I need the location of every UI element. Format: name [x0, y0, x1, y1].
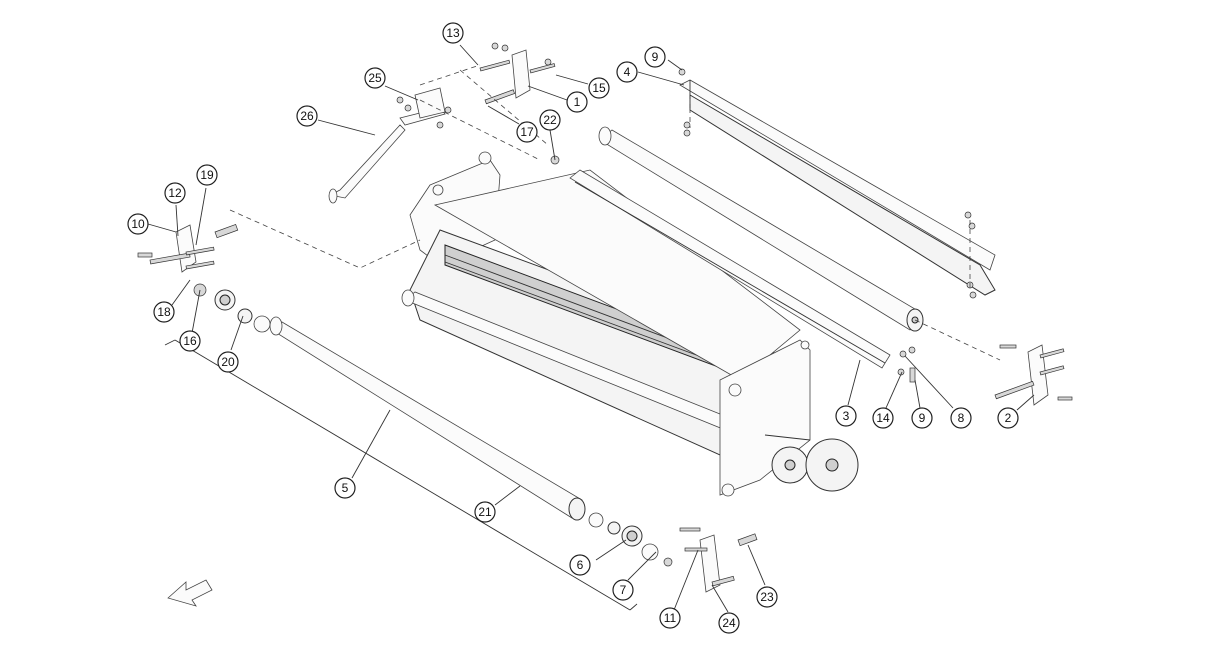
callout-19: 19 [196, 164, 218, 186]
top-bracket-assembly [479, 42, 556, 105]
callout-16: 16 [179, 330, 201, 352]
roller-front [164, 316, 638, 611]
callout-14: 14 [872, 407, 894, 429]
callout-label: 2 [1005, 411, 1012, 425]
callout-label: 6 [577, 558, 584, 572]
callout-label: 15 [592, 81, 606, 95]
callout-label: 23 [760, 590, 774, 604]
callout-label: 9 [652, 50, 659, 64]
callout-label: 17 [520, 125, 534, 139]
left-bracket-assembly [137, 224, 271, 333]
callout-label: 13 [446, 26, 460, 40]
callout-7: 7 [612, 579, 634, 601]
callout-25: 25 [364, 67, 386, 89]
callout-4: 4 [616, 61, 638, 83]
callout-label: 4 [624, 65, 631, 79]
callout-label: 5 [342, 481, 349, 495]
callout-18: 18 [153, 301, 175, 323]
callout-label: 20 [221, 355, 235, 369]
callout-9-right: 9 [911, 407, 933, 429]
callout-1: 1 [566, 91, 588, 113]
right-bracket-assembly [994, 344, 1073, 406]
callout-label: 18 [157, 305, 171, 319]
callout-label: 8 [958, 411, 965, 425]
roller-rear [598, 126, 924, 332]
angle-bar [679, 79, 996, 296]
callout-22: 22 [539, 109, 561, 131]
callout-10: 10 [127, 213, 149, 235]
callout-24: 24 [718, 612, 740, 634]
callout-label: 16 [183, 334, 197, 348]
callout-label: 1 [574, 95, 581, 109]
callout-label: 21 [478, 505, 492, 519]
callout-12: 12 [164, 182, 186, 204]
callout-label: 10 [131, 217, 145, 231]
hardware-misc [678, 68, 977, 383]
callout-20: 20 [217, 351, 239, 373]
callout-11: 11 [659, 607, 681, 629]
callout-label: 11 [664, 611, 677, 625]
callout-label: 3 [843, 409, 850, 423]
callout-label: 7 [620, 583, 627, 597]
assembly-dashed-lines [229, 64, 1001, 361]
callout-15: 15 [588, 77, 610, 99]
callout-label: 19 [200, 168, 214, 182]
direction-arrow-icon [167, 579, 213, 607]
callout-13: 13 [442, 22, 464, 44]
callout-17: 17 [516, 121, 538, 143]
callout-3: 3 [835, 405, 857, 427]
main-frame [401, 151, 859, 497]
bottom-bracket-assembly [588, 512, 758, 593]
callout-label: 14 [876, 411, 890, 425]
callout-label: 9 [919, 411, 926, 425]
roller-3-bar [569, 169, 891, 369]
callout-26: 26 [296, 105, 318, 127]
callout-label: 12 [168, 186, 182, 200]
callout-8: 8 [950, 407, 972, 429]
callout-23: 23 [756, 586, 778, 608]
callout-label: 24 [722, 616, 736, 630]
callout-label: 26 [300, 109, 314, 123]
callout-label: 22 [543, 113, 557, 127]
callout-2: 2 [997, 407, 1019, 429]
callout-21: 21 [474, 501, 496, 523]
leader-lines [147, 44, 1035, 613]
callout-9-top: 9 [644, 46, 666, 68]
callout-6: 6 [569, 554, 591, 576]
callout-5: 5 [334, 477, 356, 499]
callout-label: 25 [368, 71, 382, 85]
handle-bracket [396, 87, 560, 165]
